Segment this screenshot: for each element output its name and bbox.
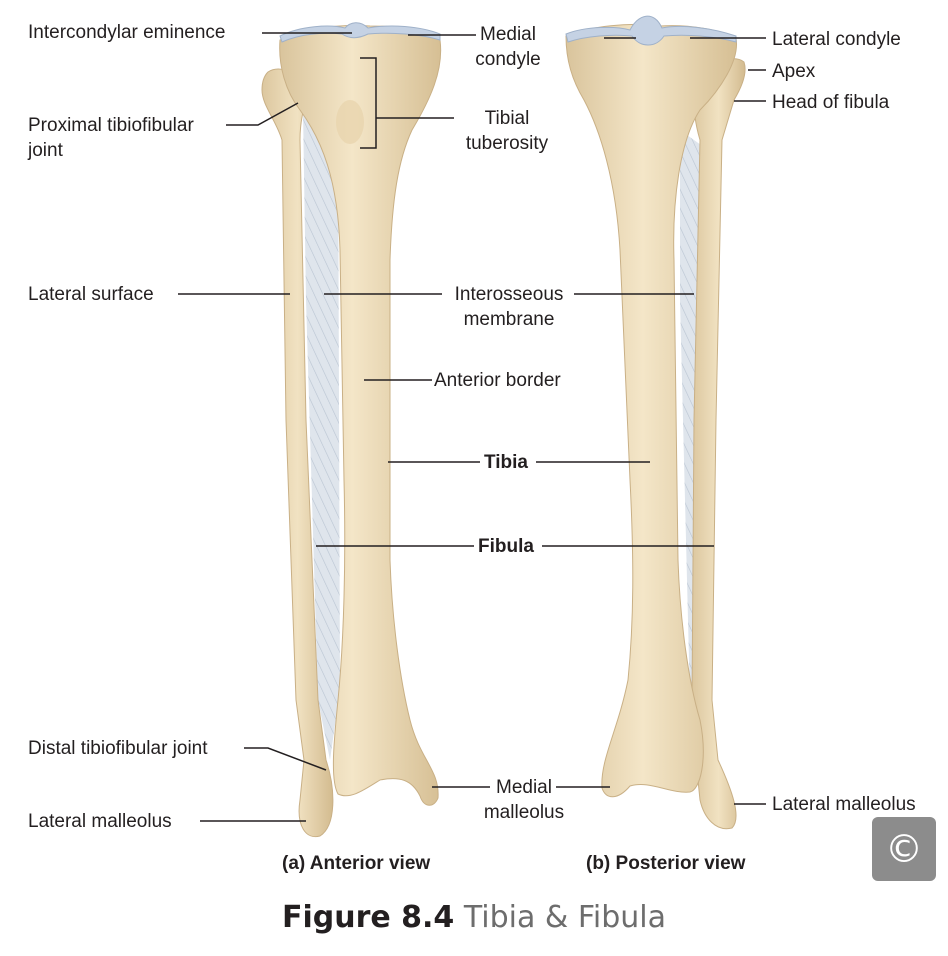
label-interosseous-membrane-line1: Interosseous <box>454 284 564 305</box>
label-intercondylar-eminence: Intercondylar eminence <box>28 22 226 43</box>
label-medial-condyle-line1: Medial <box>480 24 536 45</box>
label-tibial-tuberosity-line2: tuberosity <box>465 133 549 154</box>
anterior-view-bones <box>261 22 442 838</box>
fibula-posterior <box>691 58 746 830</box>
label-interosseous-membrane-line2: membrane <box>463 309 555 330</box>
label-interosseous-membrane: Interosseous membrane <box>442 282 576 332</box>
copyright-icon[interactable]: © <box>872 817 936 881</box>
tibia-posterior <box>565 24 738 798</box>
label-anterior-border: Anterior border <box>434 370 561 391</box>
figure-title: Tibia & Fibula <box>463 900 667 935</box>
label-lateral-condyle: Lateral condyle <box>772 29 901 50</box>
cartilage-anterior <box>279 22 441 43</box>
label-apex: Apex <box>772 61 816 82</box>
label-tibial-tuberosity-line1: Tibial <box>484 108 530 129</box>
label-proximal-tibiofibular-joint-line2: joint <box>28 140 63 161</box>
interosseous-membrane-anterior <box>303 110 340 760</box>
label-medial-condyle-line2: condyle <box>475 49 541 70</box>
view-caption-anterior: (a) Anterior view <box>282 853 431 874</box>
cartilage-posterior <box>565 15 737 46</box>
label-distal-tibiofibular-joint: Distal tibiofibular joint <box>28 738 208 759</box>
label-tibial-tuberosity: Tibial tuberosity <box>452 106 562 156</box>
label-proximal-tibiofibular-joint-line1: Proximal tibiofibular <box>28 115 194 136</box>
leader-lines <box>178 32 766 822</box>
label-lateral-malleolus-left: Lateral malleolus <box>28 811 172 832</box>
label-proximal-tibiofibular-joint: Proximal tibiofibular joint <box>28 113 194 163</box>
tibia-anterior <box>279 25 442 806</box>
view-caption-posterior: (b) Posterior view <box>586 853 746 874</box>
label-lateral-surface: Lateral surface <box>28 284 154 305</box>
figure-caption: Figure 8.4 Tibia & Fibula <box>0 900 948 935</box>
label-tibia: Tibia <box>484 452 528 473</box>
label-lateral-malleolus-right: Lateral malleolus <box>772 794 916 815</box>
posterior-view-bones <box>565 15 746 830</box>
label-medial-malleolus-line2: malleolus <box>483 802 565 823</box>
label-medial-malleolus-line1: Medial <box>496 777 552 798</box>
label-head-of-fibula: Head of fibula <box>772 92 890 113</box>
label-fibula: Fibula <box>478 536 534 557</box>
label-medial-malleolus: Medial malleolus <box>476 775 572 825</box>
figure-number: Figure 8.4 <box>281 900 455 935</box>
label-medial-condyle: Medial condyle <box>468 22 548 72</box>
